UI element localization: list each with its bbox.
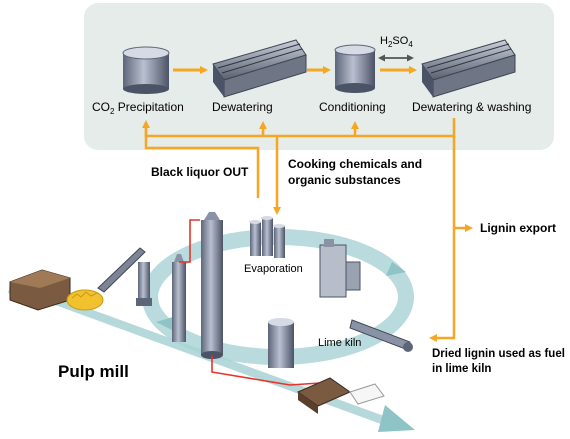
filtrate-return-lines bbox=[142, 118, 473, 342]
lime-kiln bbox=[349, 319, 413, 352]
chip-conveyor bbox=[97, 247, 146, 293]
dried-lignin-label-line1: Dried lignin used as fuel bbox=[432, 348, 565, 360]
lime-kiln-label: Lime kiln bbox=[318, 337, 361, 349]
evaporation-label: Evaporation bbox=[244, 263, 303, 275]
digester-tower bbox=[201, 212, 223, 359]
red-liquor-pipe bbox=[179, 219, 321, 386]
lignin-export-label: Lignin export bbox=[480, 221, 556, 235]
causticizing-tank bbox=[268, 318, 294, 368]
black-liquor-out-label: Black liquor OUT bbox=[151, 165, 249, 179]
co2-precipitation-tank bbox=[122, 46, 170, 94]
washing-filter-press bbox=[421, 39, 516, 98]
cooking-chemicals-label-line1: Cooking chemicals and bbox=[288, 157, 422, 171]
lignin-plant-panel bbox=[84, 3, 554, 150]
dried-lignin-label-line2: in lime kiln bbox=[432, 363, 491, 375]
evaporation-plant bbox=[249, 216, 285, 258]
conditioning-tank bbox=[334, 44, 376, 93]
co2-precipitation-label: CO2 Precipitation bbox=[92, 100, 184, 116]
dewatering-washing-label: Dewatering & washing bbox=[412, 100, 531, 114]
dewatering-filter-press bbox=[212, 39, 307, 98]
acid-label: H2SO4 bbox=[380, 35, 413, 49]
dewatering-label: Dewatering bbox=[212, 100, 273, 114]
chip-silo bbox=[136, 262, 152, 306]
pulp-mill-title: Pulp mill bbox=[58, 362, 129, 381]
wood-chip-pile bbox=[66, 289, 104, 311]
cooking-chemicals-label-line2: organic substances bbox=[288, 173, 401, 187]
recovery-boiler bbox=[319, 239, 361, 298]
conditioning-label: Conditioning bbox=[319, 100, 386, 114]
impregnation-vessel bbox=[172, 254, 186, 342]
pulp-drying-machine bbox=[296, 377, 385, 414]
